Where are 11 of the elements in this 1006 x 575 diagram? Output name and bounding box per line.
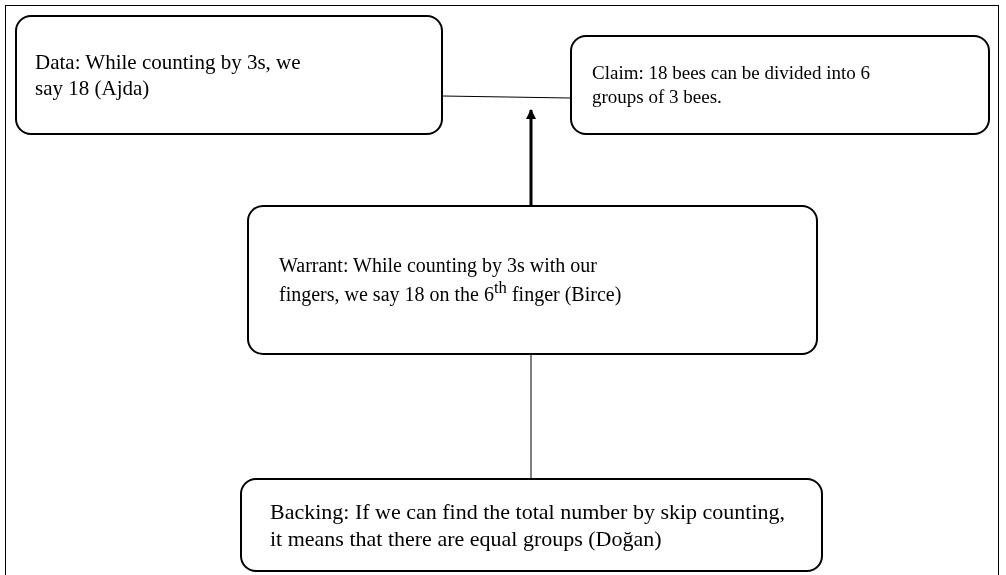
node-text: Warrant: While counting by 3s with our fingers, we say 18 on the 6$^{th}$ finger (Birce)	[279, 253, 623, 307]
data-box	[15, 15, 443, 135]
node-text: Data: While counting by 3s, we say 18 (Ajda)	[35, 48, 302, 102]
connector-line	[530, 354, 532, 479]
connector-line	[442, 95, 571, 99]
arrow	[526, 109, 536, 205]
claim-box	[570, 35, 990, 135]
node-text: Claim: 18 bees can be divided into 6 groups of 3 bees.	[592, 61, 872, 109]
node-text: Backing: If we can find the total number by skip counting, it means that there are equal groups (Doğan)	[270, 497, 787, 553]
warrant-box	[247, 205, 818, 355]
backing-box	[240, 478, 823, 572]
